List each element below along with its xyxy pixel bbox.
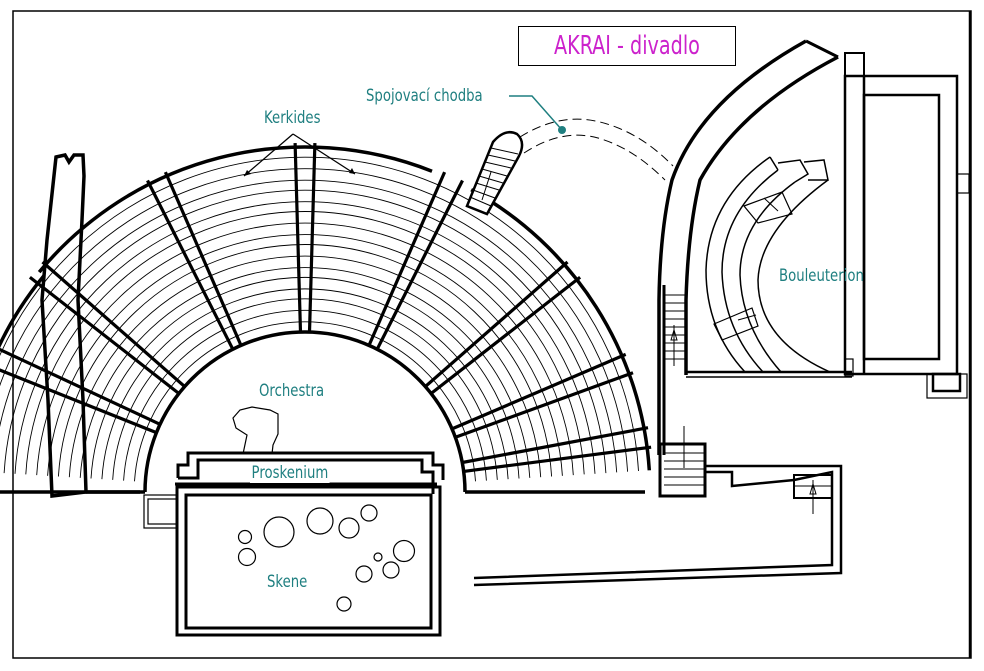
skene-column-bases [237,504,416,612]
boundary-wall-outer [657,39,807,455]
column-base [263,516,295,548]
label-spojovaci-chodba: Spojovací chodba [366,86,483,106]
arrow-head [349,168,355,174]
kerkides-leader-left [243,133,294,177]
boundary-wall-cap [805,39,839,59]
proskenium-outer [176,451,445,480]
seat-row [79,267,531,478]
seat-row [0,156,639,472]
seat-row [25,211,585,475]
radial-stairway [430,275,582,395]
diagram-title: AKRAI - divadlo [554,31,700,61]
column-base [237,529,253,545]
column-base [306,507,334,535]
seat-row [101,288,509,480]
corridor-leader [509,95,563,131]
skene-side-annex-outer [143,494,178,529]
title-box: AKRAI - divadlo [518,26,736,66]
radial-stairway [293,143,303,333]
orchestra-edge [143,330,467,493]
corridor-leader-dot [558,126,566,134]
arrow-head [244,170,251,176]
label-kerkides: Kerkides [264,108,321,128]
seat-row [68,255,542,478]
radial-stairway [163,171,243,347]
leader-lines [243,133,356,177]
radial-stairway [0,347,161,426]
upper-staircase-treads [469,147,519,207]
connecting-corridor-lower [523,134,666,181]
label-skene: Skene [267,572,308,592]
seat-row [134,321,476,482]
orchestra-rock [232,406,279,455]
column-base [382,561,400,579]
kerkides-leader-right [292,133,356,175]
column-base [392,539,416,563]
connecting-corridor-upper [519,118,674,167]
radial-stairway [375,179,464,350]
drawing-frame [12,10,972,659]
cavea [0,143,652,494]
seat-row [112,298,498,480]
side-staircase [664,294,686,366]
radial-stairway [462,426,649,465]
column-base [336,596,352,612]
column-base [373,552,383,562]
radial-stairway [41,260,186,388]
radial-stairway [424,260,569,388]
column-base [338,517,360,539]
seat-row [14,201,596,474]
radial-stairway [463,445,652,473]
skene-side-annex-inner [147,498,178,525]
left-retaining-wall [40,153,88,498]
lower-passage [473,426,843,587]
radial-stairway [454,371,634,439]
skene-inner [184,493,433,630]
radial-stairway [146,179,235,350]
radial-stairway [0,368,157,435]
seat-row [123,309,487,481]
seat-row [0,168,629,472]
seat-row [90,276,520,479]
cavea-outer-edge [470,188,652,471]
cavea-outer-edge [0,274,46,349]
bouleuterion-building [686,11,972,658]
seat-row [57,244,553,477]
bouleuterion-seating [705,156,831,373]
radial-stairway [307,143,317,333]
seat-row [36,222,574,476]
boundary-wall-inner [684,55,839,375]
column-base [355,565,373,583]
label-bouleuterion: Bouleuterion [779,266,864,286]
column-base [237,547,257,567]
upper-staircase [465,131,524,216]
radial-stairway [451,352,627,431]
column-base [360,504,378,522]
seat-row [47,234,563,476]
seat-row [0,179,618,473]
radial-stairway [367,171,447,347]
label-proskenium: Proskenium [250,463,330,483]
label-orchestra: Orchestra [259,381,325,401]
radial-stairway [28,275,180,395]
skene-outer [175,485,442,637]
